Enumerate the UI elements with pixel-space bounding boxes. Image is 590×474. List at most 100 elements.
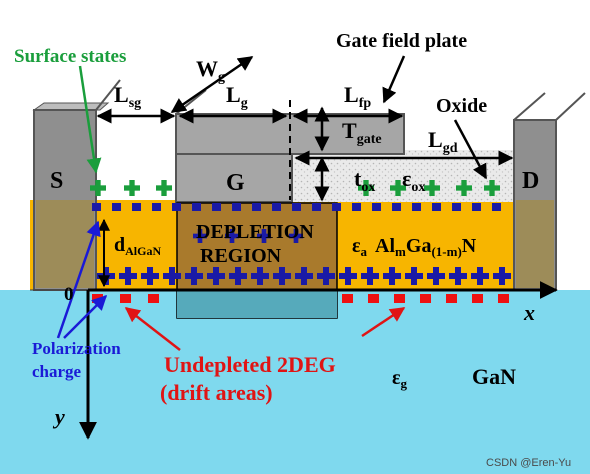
gate-field-plate-label: Gate field plate: [336, 30, 467, 52]
surface-states-pointer: [78, 65, 102, 174]
polarization-square: [272, 203, 281, 211]
polarization-plus: [251, 267, 269, 285]
surface-state-plus: [390, 180, 406, 196]
polarization-square: [112, 203, 121, 211]
tgate-label: Tgate: [342, 118, 382, 147]
surface-states-label: Surface states: [14, 46, 126, 67]
polarization-plus: [339, 267, 357, 285]
electron-2deg-square: [342, 294, 353, 303]
polarization-square: [192, 203, 201, 211]
polarization-plus: [471, 267, 489, 285]
polarization-square: [352, 203, 361, 211]
electron-2deg-square: [368, 294, 379, 303]
watermark: CSDN @Eren-Yu: [486, 457, 571, 469]
polarization-plus: [289, 229, 303, 243]
polarization-plus: [141, 267, 159, 285]
polarization-square: [152, 203, 161, 211]
polarization-square: [412, 203, 421, 211]
origin-label: 0: [64, 284, 74, 305]
surface-state-plus: [358, 180, 374, 196]
polarization-label-line2: charge: [32, 362, 82, 381]
polarization-square: [392, 203, 401, 211]
wg-dimension-arrow: [170, 55, 254, 114]
polarization-square: [332, 203, 341, 211]
polarization-plus: [383, 267, 401, 285]
polarization-square: [312, 203, 321, 211]
polarization-plus: [295, 267, 313, 285]
2deg-pointer-left: [124, 307, 181, 351]
polarization-plus: [427, 267, 445, 285]
polarization-plus: [185, 267, 203, 285]
source-label: S: [50, 168, 63, 194]
undepleted-2deg-label-line1: Undepleted 2DEG: [164, 352, 336, 377]
electron-2deg-square: [120, 294, 131, 303]
lgd-label: Lgd: [428, 127, 458, 156]
polarization-square: [372, 203, 381, 211]
surface-state-plus: [424, 180, 440, 196]
polarization-square: [452, 203, 461, 211]
polarization-square: [172, 203, 181, 211]
polarization-plus: [225, 229, 239, 243]
gate-body: [175, 153, 293, 203]
polarization-plus: [317, 267, 335, 285]
electron-2deg-square: [420, 294, 431, 303]
depletion-label-line2: REGION: [200, 245, 282, 267]
polarization-square: [472, 203, 481, 211]
polarization-plus: [493, 267, 511, 285]
depletion-label-line1: DEPLETION: [196, 221, 314, 243]
surface-state-plus: [456, 180, 472, 196]
eg-label: εg: [392, 367, 408, 391]
lsg-label: Lsg: [114, 82, 141, 111]
electron-2deg-square: [498, 294, 509, 303]
field-plate-pointer: [382, 55, 406, 104]
polarization-square: [432, 203, 441, 211]
polarization-plus: [207, 267, 225, 285]
electron-2deg-square: [446, 294, 457, 303]
polarization-plus: [405, 267, 423, 285]
oxide-pointer: [453, 119, 488, 180]
polarization-label-line1: Polarization: [32, 339, 121, 358]
source-contact-tone: [36, 200, 94, 288]
eox-label: εox: [402, 166, 425, 195]
polarization-pointer-2: [63, 294, 108, 339]
undepleted-2deg-label-line2: (drift areas): [160, 380, 273, 405]
wg-label: Wg: [196, 56, 225, 85]
polarization-square: [252, 203, 261, 211]
surface-state-plus: [484, 180, 500, 196]
drain-contact-tone: [516, 200, 554, 288]
polarization-square: [232, 203, 241, 211]
polarization-pointer-1: [56, 220, 101, 339]
polarization-plus: [449, 267, 467, 285]
polarization-plus: [193, 229, 207, 243]
oxide-label: Oxide: [436, 95, 487, 117]
electron-2deg-square: [472, 294, 483, 303]
polarization-square: [92, 203, 101, 211]
depletion-region-gan: [177, 291, 337, 318]
2deg-pointer-right: [361, 306, 406, 338]
polarization-plus: [273, 267, 291, 285]
electron-2deg-square: [148, 294, 159, 303]
gate-label: G: [226, 170, 245, 196]
gan-layer: [0, 290, 590, 474]
dalgan-label: dAlGaN: [114, 234, 161, 258]
polarization-plus: [361, 267, 379, 285]
polarization-plus: [163, 267, 181, 285]
polarization-square: [292, 203, 301, 211]
polarization-plus: [229, 267, 247, 285]
y-axis-label: y: [52, 404, 65, 429]
surface-states-group: [90, 180, 500, 196]
polarization-square: [212, 203, 221, 211]
polarization-plus: [257, 229, 271, 243]
lfp-label: Lfp: [344, 82, 371, 111]
surface-state-plus: [90, 180, 106, 196]
drain-label: D: [522, 168, 539, 194]
gan-label: GaN: [472, 364, 516, 389]
electron-2deg-square: [394, 294, 405, 303]
x-axis-label: x: [523, 300, 535, 325]
polarization-square: [492, 203, 501, 211]
tox-label: tox: [354, 166, 375, 195]
surface-state-plus: [156, 180, 172, 196]
